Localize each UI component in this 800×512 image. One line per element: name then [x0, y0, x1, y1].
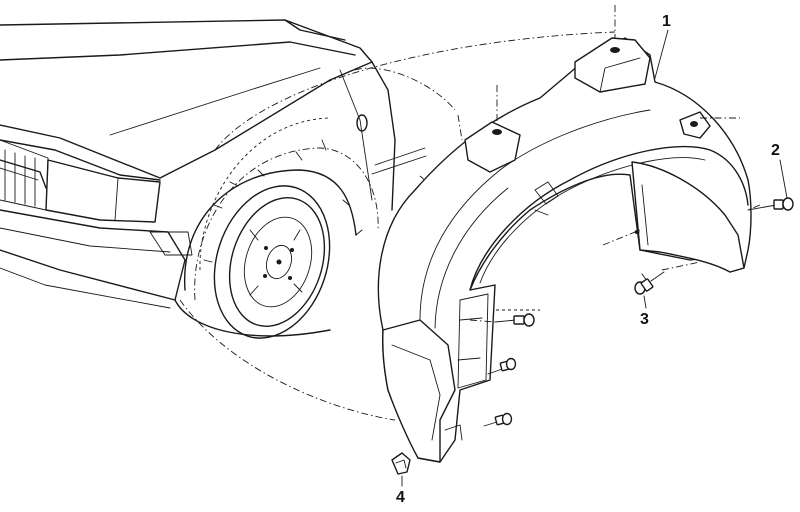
wheel-icon [213, 185, 331, 339]
callout-1: 1 [654, 13, 671, 79]
screw-icon [494, 313, 535, 327]
screw-icon [487, 357, 517, 375]
callout-label-2: 2 [771, 142, 780, 159]
screw-icon [634, 271, 665, 295]
screw-icon [483, 412, 513, 427]
callout-label-3: 3 [640, 311, 649, 328]
callout-3: 3 [640, 295, 649, 328]
callout-4: 4 [396, 475, 405, 506]
wheel-arch-liner [377, 37, 752, 463]
callout-2: 2 [771, 142, 788, 199]
car-body-illustration [0, 19, 616, 421]
screw-icon [747, 197, 794, 211]
clip-icon [391, 452, 411, 475]
callout-label-1: 1 [662, 13, 671, 30]
callout-label-4: 4 [396, 489, 405, 506]
